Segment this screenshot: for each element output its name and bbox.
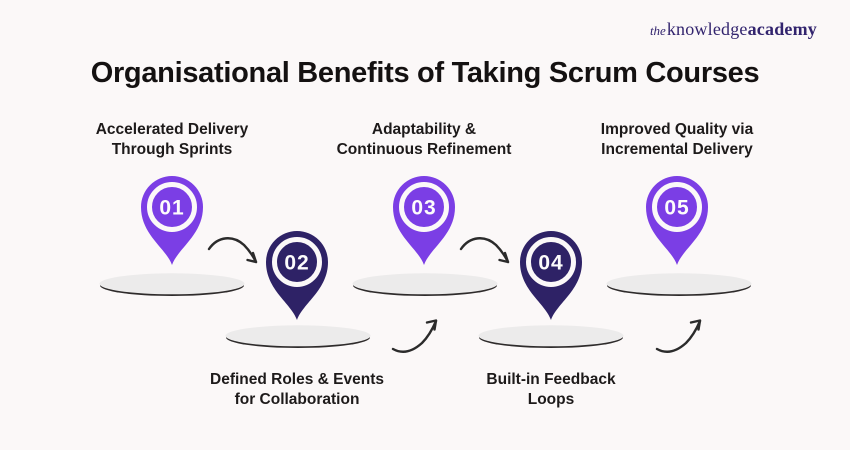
step-2-label-line1: Defined Roles & Events — [210, 371, 384, 388]
logo-knowledge: knowledge — [666, 19, 748, 39]
step-1-label-line2: Through Sprints — [111, 141, 233, 158]
logo-the: the — [649, 23, 666, 38]
step-4-number: 04 — [538, 252, 563, 275]
map-pin-icon-3: 03 — [393, 176, 455, 265]
map-pin-icon-4: 04 — [520, 231, 582, 320]
step-3-label: Adaptability & Continuous Refinement — [299, 120, 549, 160]
platform-ellipse-3 — [352, 273, 498, 296]
platform-ellipse-2 — [225, 325, 371, 348]
step-3-label-line2: Continuous Refinement — [336, 141, 512, 158]
curved-arrow-icon-4-to-5 — [655, 319, 702, 353]
step-5-number: 05 — [664, 197, 689, 220]
step-1-label: Accelerated Delivery Through Sprints — [47, 120, 297, 160]
step-2-label: Defined Roles & Events for Collaboration — [172, 370, 422, 410]
step-2-label-line2: for Collaboration — [234, 391, 360, 408]
page-title: Organisational Benefits of Taking Scrum … — [90, 57, 760, 89]
map-pin-icon-2: 02 — [266, 231, 328, 320]
step-2-number: 02 — [284, 252, 309, 275]
step-4-label-line2: Loops — [527, 391, 575, 408]
step-1-label-line1: Accelerated Delivery — [95, 121, 249, 138]
step-5-label-line2: Incremental Delivery — [601, 141, 753, 158]
platform-ellipse-1 — [99, 273, 245, 296]
step-4-label: Built-in Feedback Loops — [426, 370, 676, 410]
step-5-label-line1: Improved Quality via — [600, 121, 754, 138]
platform-ellipse-4 — [478, 325, 624, 348]
step-4-label-line1: Built-in Feedback — [486, 371, 616, 388]
curved-arrow-icon-2-to-3 — [391, 319, 438, 353]
step-3-label-line1: Adaptability & — [371, 121, 477, 138]
map-pin-icon-1: 01 — [141, 176, 203, 265]
map-pin-icon-5: 05 — [646, 176, 708, 265]
platform-ellipse-5 — [606, 273, 752, 296]
knowledge-academy-logo: theknowledgeacademy — [650, 20, 817, 39]
curved-arrow-icon-1-to-2 — [207, 237, 258, 264]
step-5-label: Improved Quality via Incremental Deliver… — [552, 120, 802, 160]
step-1-number: 01 — [159, 197, 184, 220]
step-3-number: 03 — [411, 197, 436, 220]
curved-arrow-icon-3-to-4 — [459, 237, 510, 264]
logo-academy: academy — [747, 19, 817, 39]
